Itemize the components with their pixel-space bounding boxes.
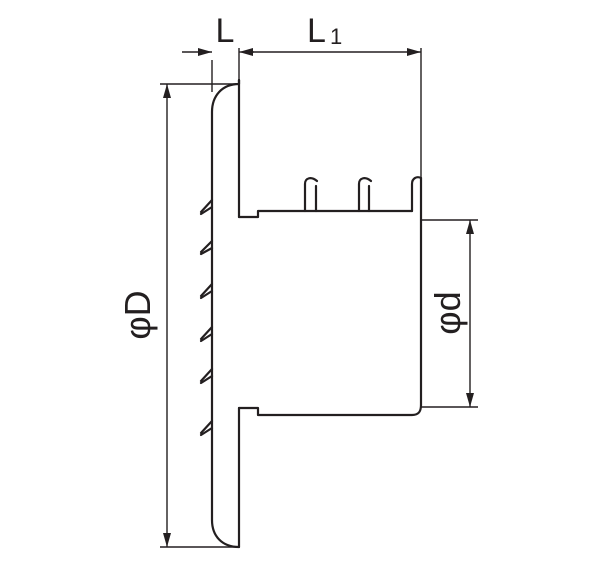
label-L1-main: L: [307, 12, 326, 50]
spigot-outline: [237, 176, 423, 417]
dimension-L1: [253, 48, 422, 178]
label-phid: φd: [427, 291, 468, 334]
label-phid-symbol: φ: [427, 311, 468, 334]
dimension-phiD: [160, 83, 239, 548]
flange-teeth: [199, 198, 214, 437]
spigot-fins: [303, 176, 423, 213]
svg-text:φD: φD: [117, 290, 158, 339]
label-phiD-symbol: φ: [117, 316, 158, 339]
flange-outline: [210, 78, 241, 549]
label-L1-subscript: 1: [330, 24, 342, 49]
svg-text:φd: φd: [427, 291, 468, 334]
dimension-phid: [421, 219, 478, 408]
label-L1: L 1: [307, 12, 342, 50]
dimension-L: [182, 48, 254, 92]
label-L: L: [216, 12, 235, 50]
label-phiD: φD: [117, 290, 158, 339]
label-phid-letter: d: [427, 291, 468, 311]
label-phiD-letter: D: [117, 290, 158, 316]
